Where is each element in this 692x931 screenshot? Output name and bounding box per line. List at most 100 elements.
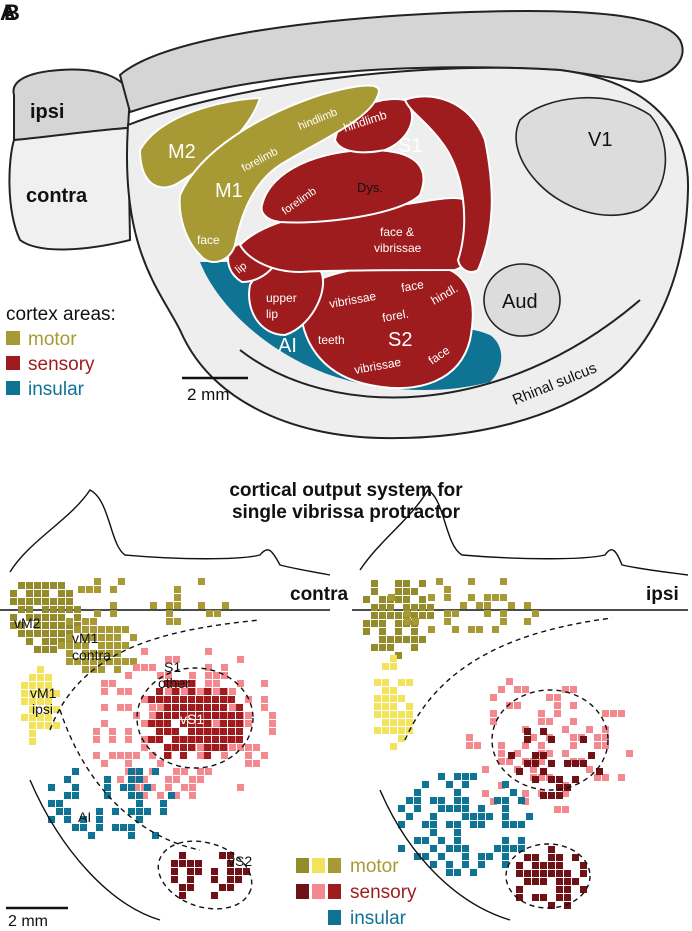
ipsi-vm2-pixel bbox=[363, 596, 370, 603]
vm1-contra-pixel bbox=[82, 634, 89, 641]
cortex-legend-title: cortex areas: bbox=[6, 304, 116, 325]
s1-other-pixel bbox=[269, 720, 276, 727]
vm2-pixel bbox=[50, 606, 57, 613]
vm1-contra-sparse-pixel bbox=[94, 586, 101, 593]
ipsi-vs1-boundary bbox=[491, 689, 609, 791]
ipsi-vm2-pixel bbox=[387, 644, 394, 651]
ipsi-vm1-pixel bbox=[382, 719, 389, 726]
ipsi-vm2-pixel bbox=[363, 628, 370, 635]
ipsi-vm1-sparse-pixel bbox=[500, 610, 507, 617]
vm1-contra-sparse-pixel bbox=[166, 602, 173, 609]
ipsi-vs2-pixel bbox=[564, 886, 571, 893]
s1-other-pixel bbox=[93, 752, 100, 759]
ipsi-s1-other-pixel bbox=[546, 694, 553, 701]
ipsi-s1-other-pixel bbox=[554, 702, 561, 709]
ipsi-vs2-pixel bbox=[564, 870, 571, 877]
s1-other-pixel bbox=[197, 688, 204, 695]
s1-other-pixel bbox=[213, 680, 220, 687]
s1-other-pixel bbox=[141, 776, 148, 783]
vm1-contra-pixel bbox=[66, 634, 73, 641]
ipsi-s1-other-pixel bbox=[522, 686, 529, 693]
ipsi-ai-pixel bbox=[478, 853, 485, 860]
vm2-pixel bbox=[26, 606, 33, 613]
ipsi-vm1-sparse-pixel bbox=[436, 578, 443, 585]
vm1-contra-pixel bbox=[122, 626, 129, 633]
vm2-pixel bbox=[34, 590, 41, 597]
vm2-pixel bbox=[18, 630, 25, 637]
s1-other-pixel bbox=[181, 688, 188, 695]
vm2-pixel bbox=[58, 590, 65, 597]
vm1-ipsi-pixel bbox=[21, 682, 28, 689]
ipsi-rhinal-line bbox=[379, 789, 511, 921]
ai-pixel bbox=[136, 800, 143, 807]
s1-other-pixel bbox=[181, 784, 188, 791]
ipsi-ai-pixel bbox=[398, 821, 405, 828]
ipsi-vm1-pixel bbox=[382, 703, 389, 710]
vm2-pixel bbox=[66, 590, 73, 597]
vs1-pixel bbox=[172, 744, 179, 751]
vm1-contra-pixel bbox=[98, 658, 105, 665]
s1-other-pixel bbox=[245, 712, 252, 719]
vm1-contra-sparse-pixel bbox=[174, 618, 181, 625]
ipsi-vm1-sparse-pixel bbox=[532, 610, 539, 617]
ipsi-vs2-pixel bbox=[540, 878, 547, 885]
vm1-contra-pixel bbox=[98, 642, 105, 649]
upper-lip-label-1: upper bbox=[266, 291, 297, 305]
ipsi-ai-pixel bbox=[462, 813, 469, 820]
ipsi-ai-pixel bbox=[478, 805, 485, 812]
ipsi-ai-pixel bbox=[462, 845, 469, 852]
vm1-ipsi-pixel bbox=[53, 706, 60, 713]
vs2-pixel bbox=[243, 868, 250, 875]
vm1-contra-pixel bbox=[74, 626, 81, 633]
vm1-contra-sparse-pixel bbox=[78, 586, 85, 593]
ipsi-s1-other-pixel bbox=[498, 686, 505, 693]
vm1-ipsi-pixel bbox=[29, 738, 36, 745]
contra-map-label: contra bbox=[290, 584, 349, 605]
ipsi-vm1-sparse-pixel bbox=[460, 602, 467, 609]
ai-pixel bbox=[104, 792, 111, 799]
ipsi-vm1-sparse-pixel bbox=[444, 618, 451, 625]
s1-other-pixel bbox=[213, 688, 220, 695]
ipsi-ai-pixel bbox=[518, 797, 525, 804]
ipsi-vs1-pixel bbox=[588, 752, 595, 759]
ipsi-vm1-sparse-pixel bbox=[484, 602, 491, 609]
vs1-pixel bbox=[164, 680, 171, 687]
vs2-label: vS2 bbox=[228, 853, 252, 869]
ipsi-vm1-pixel bbox=[390, 719, 397, 726]
ipsi-vm1-pixel bbox=[390, 695, 397, 702]
ipsi-s1-other-pixel bbox=[554, 710, 561, 717]
vm1-contra-pixel bbox=[90, 658, 97, 665]
ipsi-ai-pixel bbox=[470, 773, 477, 780]
ipsi-vs2-pixel bbox=[556, 894, 563, 901]
ipsi-ai-pixel bbox=[454, 869, 461, 876]
ipsi-vm1-pixel bbox=[382, 695, 389, 702]
ipsi-ai-pixel bbox=[422, 837, 429, 844]
vm1-contra-pixel bbox=[114, 634, 121, 641]
legend-b-motor-swatch-2 bbox=[312, 858, 325, 873]
vs1-pixel bbox=[164, 728, 171, 735]
ipsi-vm1-pixel bbox=[382, 687, 389, 694]
ipsi-vs2-pixel bbox=[564, 894, 571, 901]
ipsi-vm1-pixel bbox=[398, 727, 405, 734]
vm1-contra-pixel bbox=[106, 634, 113, 641]
vm1-ipsi-pixel bbox=[29, 722, 36, 729]
s1-other-label-1: S1 bbox=[164, 659, 181, 675]
s1-other-pixel bbox=[237, 784, 244, 791]
vm1-contra-pixel bbox=[130, 658, 137, 665]
legend-b-motor-swatch-1 bbox=[296, 858, 309, 873]
vs2-pixel bbox=[227, 852, 234, 859]
s1-other-pixel bbox=[101, 720, 108, 727]
ipsi-s1-other-pixel bbox=[570, 718, 577, 725]
ipsi-vs2-pixel bbox=[540, 862, 547, 869]
ipsi-vs1-pixel bbox=[548, 760, 555, 767]
ipsi-ai-pixel bbox=[510, 845, 517, 852]
ipsi-s1-other-pixel bbox=[466, 742, 473, 749]
s1-other-pixel bbox=[101, 680, 108, 687]
ipsi-vm1-sparse-pixel bbox=[428, 594, 435, 601]
output-title-line2: single vibrissa protractor bbox=[232, 502, 461, 523]
contra-rhinal-line bbox=[29, 779, 161, 921]
ipsi-ai-pixel bbox=[502, 781, 509, 788]
s1-other-pixel bbox=[165, 656, 172, 663]
vm2-pixel bbox=[34, 614, 41, 621]
vm1-ipsi-pixel bbox=[45, 674, 52, 681]
